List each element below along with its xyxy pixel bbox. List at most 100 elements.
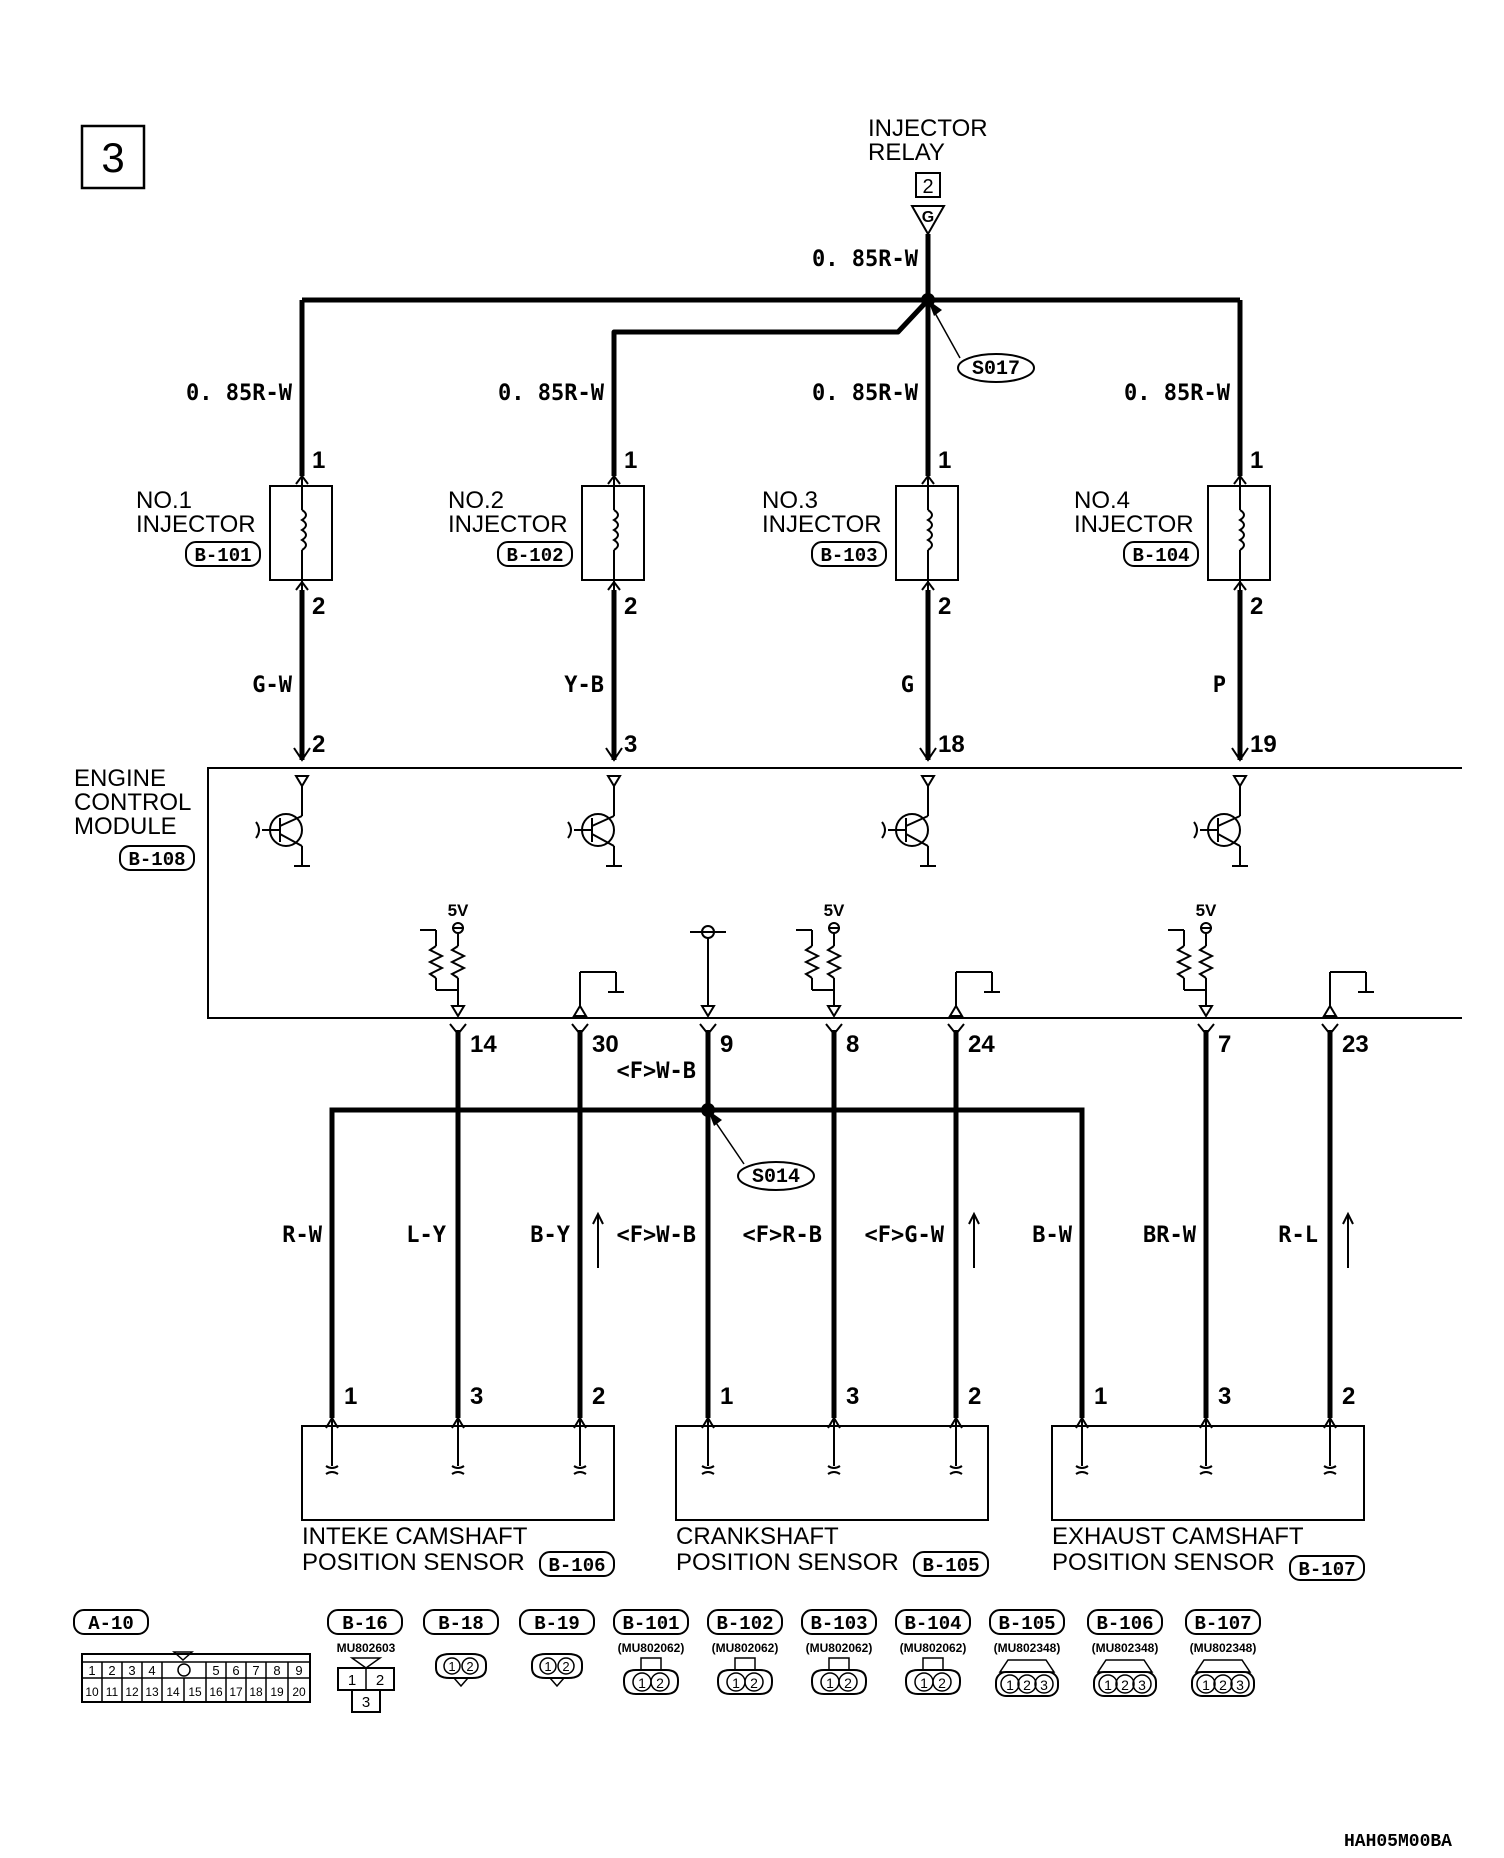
relay-label-line2: RELAY [868, 139, 945, 166]
driver-transistor-4 [1193, 775, 1248, 867]
sensor-line-4-wire: <F>R-B [743, 1223, 822, 1248]
svg-text:5: 5 [212, 1663, 219, 1678]
svg-text:2: 2 [1023, 1677, 1031, 1693]
relay-connector-code: G [922, 209, 934, 226]
driver-transistor-2 [567, 775, 622, 867]
svg-text:16: 16 [209, 1685, 223, 1699]
legend-b16-label: B-16 [342, 1613, 388, 1635]
ecm-internal-circuits [420, 922, 1374, 1018]
injector-1-coil [300, 476, 307, 590]
injector-4-pin-top: 1 [1250, 447, 1263, 474]
injector-ecm-pin-marks [293, 747, 1249, 762]
injector-2-pin-bottom: 2 [624, 593, 637, 620]
input-pin-9 [690, 925, 726, 1018]
ecm-label-line1: ENGINE [74, 765, 166, 792]
svg-text:18: 18 [249, 1685, 263, 1699]
injector-4-top-wire: 0. 85R-W [1124, 381, 1231, 406]
sensor-line-6-sensor-pin: 3 [1218, 1383, 1231, 1410]
injector-4-connector: B-104 [1132, 545, 1189, 567]
svg-text:6: 6 [232, 1663, 239, 1678]
injector-4-coil [1238, 476, 1245, 590]
svg-text:B-103: B-103 [810, 1613, 867, 1635]
b18-connector-face [435, 1653, 487, 1688]
ecm-connector: B-108 [128, 849, 185, 871]
svg-text:1: 1 [448, 1659, 455, 1674]
b19-connector-face [531, 1653, 583, 1688]
svg-text:1: 1 [826, 1675, 834, 1691]
injector-1: 0. 85R-W 1 NO.1 INJECTOR B-101 2 G-W 2 [136, 381, 333, 758]
legend-b104: B-104 (MU802062) 1 2 [895, 1609, 971, 1695]
injector-1-pin-bottom: 2 [312, 593, 325, 620]
svg-text:(MU802062): (MU802062) [900, 1641, 967, 1655]
signal-direction-arrows [592, 1211, 1354, 1268]
injector-2-ecm-pin: 3 [624, 731, 637, 758]
sensor-2-line2: POSITION SENSOR [676, 1549, 899, 1576]
svg-text:2: 2 [466, 1659, 473, 1674]
sensor-labels: INTEKE CAMSHAFT POSITION SENSOR B-106 CR… [302, 1523, 1365, 1581]
injector-2: 0. 85R-W 1 NO.2 INJECTOR B-102 2 Y-B 3 [448, 381, 645, 758]
svg-text:B-106: B-106 [1096, 1613, 1153, 1635]
injector-3-connector: B-103 [820, 545, 877, 567]
splice-s014: S014 [708, 1110, 815, 1191]
sensor-line-4-ecm-pin: 8 [846, 1031, 859, 1058]
injector-2-coil [612, 476, 619, 590]
svg-text:14: 14 [166, 1685, 180, 1699]
injector-2-connector: B-102 [506, 545, 563, 567]
svg-text:1: 1 [920, 1675, 928, 1691]
sensor-boxes [301, 1425, 1365, 1521]
svg-text:1: 1 [732, 1675, 740, 1691]
splice-s017: S017 [928, 300, 1035, 383]
svg-text:1: 1 [544, 1659, 551, 1674]
injector-1-bottom-wire: G-W [252, 673, 292, 698]
injector-2-pin-top: 1 [624, 447, 637, 474]
engine-control-module: ENGINE CONTROL MODULE B-108 [74, 765, 1462, 1019]
branch-2-wire: B-W [1032, 1223, 1072, 1248]
svg-text:2: 2 [108, 1663, 115, 1678]
injector-4-bottom-wire: P [1213, 673, 1226, 698]
svg-text:3: 3 [1040, 1677, 1048, 1693]
ground-pin-24 [948, 971, 1000, 1017]
legend-b101: B-101 (MU802062) 1 2 [613, 1609, 689, 1695]
injector-4-pin-bottom: 2 [1250, 593, 1263, 620]
relay-connector-triangle [910, 205, 946, 237]
injector-relay: INJECTOR RELAY 2 G 0. 85R-W [812, 115, 988, 272]
injector-3-ecm-pin: 18 [938, 731, 965, 758]
svg-text:3: 3 [1138, 1677, 1146, 1693]
injector-3-name-line2: INJECTOR [762, 511, 882, 538]
relay-wire-label: 0. 85R-W [812, 247, 919, 272]
supply-5v-label-3: 5V [1196, 901, 1217, 920]
svg-text:10: 10 [85, 1685, 99, 1699]
svg-text:B-105: B-105 [998, 1613, 1055, 1635]
svg-text:2: 2 [562, 1659, 569, 1674]
driver-transistor-3 [881, 775, 936, 867]
svg-text:2: 2 [376, 1672, 384, 1689]
svg-text:B-104: B-104 [904, 1613, 961, 1635]
supply-5v-label-1: 5V [448, 901, 469, 920]
injector-3-pin-top: 1 [938, 447, 951, 474]
svg-text:(MU802348): (MU802348) [1092, 1641, 1159, 1655]
injector-3-bottom-wire: G [901, 673, 914, 698]
pullup-pin-8 [796, 922, 843, 1018]
injector-1-ecm-pin: 2 [312, 731, 325, 758]
sensor-line-5-ecm-pin: 24 [968, 1031, 995, 1058]
legend-b102: B-102 (MU802062) 1 2 [707, 1609, 783, 1695]
svg-text:2: 2 [750, 1675, 758, 1691]
sensor-line-1-ecm-pin: 14 [470, 1031, 497, 1058]
sensor-line-2-ecm-pin: 30 [592, 1031, 619, 1058]
pullup-pin-7 [1168, 922, 1215, 1018]
a10-pin-row1: 1 2 3 4 5 6 7 8 9 [88, 1663, 302, 1678]
sensor-3-line2: POSITION SENSOR [1052, 1549, 1275, 1576]
svg-text:8: 8 [273, 1663, 280, 1678]
injector-drivers [255, 775, 1248, 867]
sensor-2-connector: B-105 [922, 1555, 979, 1577]
ecm-label-line2: CONTROL [74, 789, 191, 816]
svg-text:2: 2 [1121, 1677, 1129, 1693]
sensor-line-3-sensor-pin: 1 [720, 1383, 733, 1410]
sensor-line-5-sensor-pin: 2 [968, 1383, 981, 1410]
injector-4-name-line2: INJECTOR [1074, 511, 1194, 538]
legend-b106: B-106 (MU802348) 1 2 3 [1087, 1609, 1163, 1697]
sensor-line-7-sensor-pin: 2 [1342, 1383, 1355, 1410]
injector-4-ecm-pin: 19 [1250, 731, 1277, 758]
legend-b19-label: B-19 [534, 1613, 580, 1635]
ground-pin-30 [572, 971, 624, 1017]
